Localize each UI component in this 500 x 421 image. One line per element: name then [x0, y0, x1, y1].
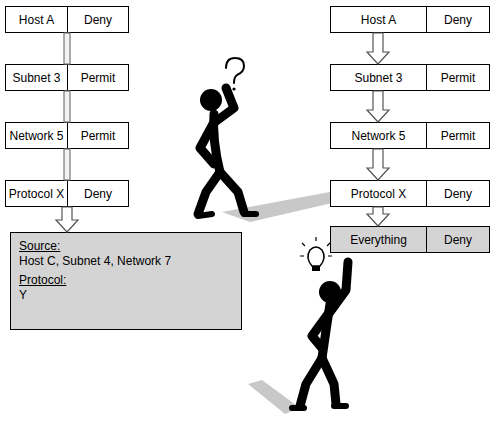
figure-foot [198, 214, 212, 216]
rule-box: Network 5 Permit [330, 122, 490, 149]
match-text: Network 5 [351, 129, 405, 143]
action-text: Deny [444, 233, 472, 247]
figure-foot [244, 211, 256, 217]
block-arrow [367, 91, 389, 122]
action-text: Permit [441, 129, 476, 143]
match-cell: Network 5 [6, 123, 67, 148]
action-cell: Permit [67, 123, 128, 148]
rule-box: Protocol X Deny [5, 180, 129, 207]
rule-box: Everything Deny [330, 226, 490, 253]
match-text: Protocol X [9, 187, 64, 201]
rule-box: Protocol X Deny [330, 180, 490, 207]
figure-head [319, 281, 341, 303]
match-cell: Subnet 3 [6, 65, 67, 90]
action-text: Deny [444, 187, 472, 201]
action-text: Permit [441, 71, 476, 85]
double-line-connector [64, 91, 70, 122]
match-text: Host A [19, 13, 54, 27]
rule-box: Host A Deny [5, 6, 129, 33]
match-cell: Host A [6, 7, 67, 32]
packet-box: Source:Host C, Subnet 4, Network 7 Protoc… [10, 232, 242, 330]
figure-foot [292, 405, 304, 411]
rule-box: Subnet 3 Permit [330, 64, 490, 91]
action-text: Deny [444, 13, 472, 27]
figure-head [200, 89, 222, 111]
match-text: Protocol X [351, 187, 406, 201]
double-line-connector [64, 149, 70, 180]
match-text: Subnet 3 [12, 71, 60, 85]
block-arrow [367, 149, 389, 180]
action-text: Deny [84, 187, 112, 201]
field-heading: Protocol: [19, 273, 233, 288]
action-cell: Permit [67, 65, 128, 90]
confused-figure [198, 88, 244, 214]
rule-box: Network 5 Permit [5, 122, 129, 149]
action-cell: Permit [426, 123, 489, 148]
action-cell: Deny [426, 181, 489, 206]
action-text: Permit [81, 71, 116, 85]
match-text: Network 5 [9, 129, 63, 143]
match-cell: Subnet 3 [331, 65, 426, 90]
match-cell: Protocol X [6, 181, 67, 206]
action-cell: Deny [67, 181, 128, 206]
match-text: Everything [350, 233, 407, 247]
figure-foot [334, 403, 346, 409]
action-cell: Deny [67, 7, 128, 32]
field-heading: Source: [19, 239, 233, 254]
idea-figure [300, 262, 348, 406]
field-value: Host C, Subnet 4, Network 7 [19, 254, 233, 269]
action-cell: Deny [426, 7, 489, 32]
block-arrow [367, 33, 389, 64]
rule-box: Host A Deny [330, 6, 490, 33]
block-arrow [367, 207, 389, 226]
action-text: Deny [84, 13, 112, 27]
match-text: Host A [361, 13, 396, 27]
action-cell: Deny [426, 227, 489, 252]
match-cell: Network 5 [331, 123, 426, 148]
question-mark-dot [232, 87, 235, 90]
double-line-connector [64, 33, 70, 64]
rule-box: Subnet 3 Permit [5, 64, 129, 91]
match-text: Subnet 3 [354, 71, 402, 85]
match-cell: Host A [331, 7, 426, 32]
match-cell: Everything [331, 227, 426, 252]
lightbulb-symbol [300, 237, 332, 271]
field-value: Y [19, 288, 233, 303]
action-cell: Permit [426, 65, 489, 90]
match-cell: Protocol X [331, 181, 426, 206]
block-arrow [56, 207, 78, 232]
action-text: Permit [81, 129, 116, 143]
question-mark-symbol [226, 58, 244, 83]
